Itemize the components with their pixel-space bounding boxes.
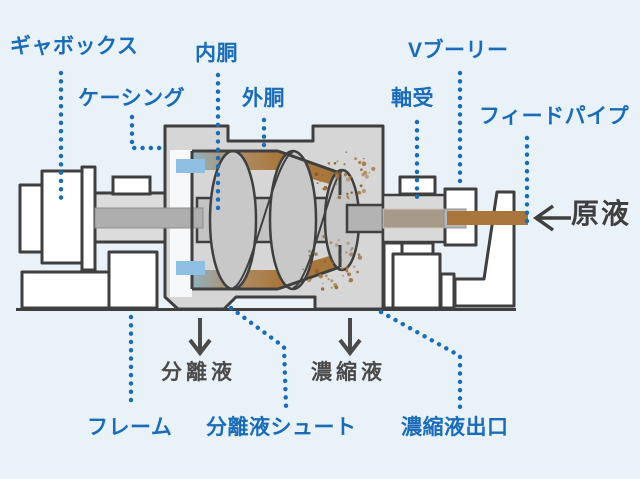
bearing-pedestal [391,252,442,310]
leader-lines [58,70,530,415]
outer-bowl-outline [190,149,342,291]
label-gearbox: ギャボックス [10,35,139,58]
gearbox-body [40,169,85,265]
leader-casing [129,114,164,151]
feed-tube-inner [382,208,448,229]
label-outer-bowl: 外胴 [242,87,285,110]
label-casing: ケーシング [78,87,186,110]
feed-pipe-shape [447,211,528,225]
screw-conveyor-flights [208,149,361,291]
label-concentrate-outlet: 濃縮液出口 [401,416,509,439]
label-frame: フレーム [87,416,173,439]
solids-spray [302,151,376,291]
left-top-bearing-block [111,175,152,196]
label-separated-liquid: 分離液 [161,361,236,384]
concentrated-liquid-arrow [338,318,362,357]
label-v-pulley: Vブーリー [408,39,509,62]
label-separated-liquid-chute: 分離液シュート [206,416,357,439]
label-feed-pipe: フィードパイプ [479,105,630,128]
raw-liquid-arrow [532,204,571,232]
leader-concentrate-outlet [378,309,463,415]
bearing-top-block [398,175,437,196]
drive-shaft [94,207,204,229]
label-bearing: 軸受 [391,87,434,110]
gearbox-end-cap [18,183,44,254]
label-raw-liquid: 原液 [571,198,632,229]
separated-liquid-arrow [188,318,212,357]
gearbox-flange [80,165,97,272]
right-shaft [345,203,387,234]
liquid-ports [176,159,205,275]
label-inner-bowl: 内胴 [195,42,238,65]
gearbox-and-frame [18,165,159,310]
frame-pedestal [107,250,159,310]
leader-separated-liquid-chute [228,305,289,409]
label-concentrated-liquid: 濃縮液 [311,361,386,384]
frame-base-left [20,270,112,310]
